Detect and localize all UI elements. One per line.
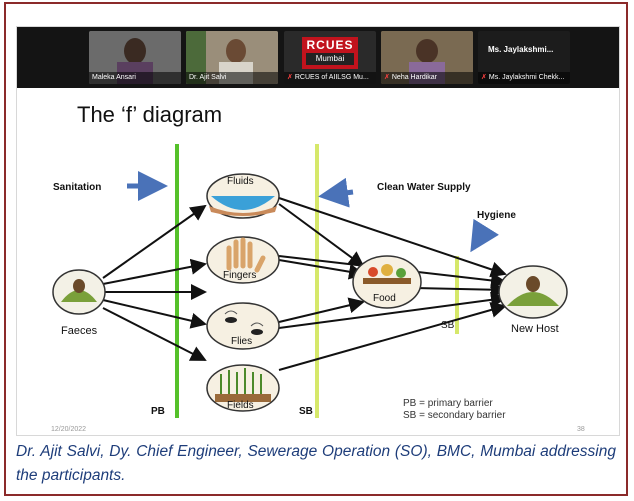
fields-node — [206, 364, 280, 412]
photo-caption: Dr. Ajit Salvi, Dy. Chief Engineer, Sewe… — [16, 443, 616, 484]
f-diagram: Sanitation Clean Water Supply Hygiene Fa… — [51, 144, 585, 433]
participant-tile[interactable]: RCUES Mumbai ✗RCUES of AIILSG Mu... — [284, 31, 376, 84]
meeting-screenshot: Maleka Ansari Dr. Ajit Salvi RCUES Mumba… — [16, 26, 620, 436]
participant-name: ✗Ms. Jaylakshmi Chekk... — [478, 72, 570, 84]
participant-name: ✗RCUES of AIILSG Mu... — [284, 72, 376, 84]
fields-label: Fields — [227, 400, 254, 411]
shared-slide: The ‘f’ diagram — [17, 88, 619, 435]
fingers-node — [206, 236, 280, 284]
faeces-node — [52, 269, 106, 315]
slide-title: The ‘f’ diagram — [77, 102, 223, 127]
participant-tile[interactable]: Ms. Jaylakshmi... ✗Ms. Jaylakshmi Chekk.… — [478, 31, 570, 84]
water-arrow-icon — [318, 177, 354, 208]
participant-strip: Maleka Ansari Dr. Ajit Salvi RCUES Mumba… — [17, 27, 619, 88]
mic-muted-icon: ✗ — [481, 74, 487, 81]
rcues-logo: RCUES Mumbai — [302, 37, 358, 69]
participant-tile[interactable]: ✗Neha Hardikar — [381, 31, 473, 84]
new-host-label: New Host — [511, 323, 559, 335]
participant-tile[interactable]: Dr. Ajit Salvi — [186, 31, 278, 84]
hygiene-arrow-icon — [470, 218, 499, 253]
participant-name: Dr. Ajit Salvi — [186, 72, 278, 84]
participant-name: Maleka Ansari — [89, 72, 181, 84]
mic-muted-icon: ✗ — [287, 74, 293, 81]
participant-tile[interactable]: Maleka Ansari — [89, 31, 181, 84]
pb-label: PB — [151, 406, 165, 417]
participant-name: ✗Neha Hardikar — [381, 72, 473, 84]
sb-label: SB — [299, 406, 313, 417]
new-host-node — [498, 265, 568, 319]
slide-page-number: 38 — [577, 426, 585, 433]
clean-water-label: Clean Water Supply — [377, 182, 471, 193]
sb-label-right: SB — [441, 320, 455, 331]
food-label: Food — [373, 293, 396, 304]
faeces-label: Faeces — [61, 325, 98, 337]
sanitation-label: Sanitation — [53, 182, 101, 193]
mic-muted-icon: ✗ — [384, 74, 390, 81]
participant-display-name: Ms. Jaylakshmi... — [488, 45, 554, 54]
legend-line: PB = primary barrier — [403, 398, 493, 409]
flies-label: Flies — [231, 336, 252, 347]
legend-line: SB = secondary barrier — [403, 410, 506, 421]
flies-node — [206, 302, 280, 350]
fingers-label: Fingers — [223, 270, 256, 281]
slide-date: 12/20/2022 — [51, 426, 86, 433]
fluids-label: Fluids — [227, 176, 254, 187]
food-node — [352, 255, 422, 309]
fluids-node — [206, 173, 280, 219]
hygiene-label: Hygiene — [477, 210, 516, 221]
